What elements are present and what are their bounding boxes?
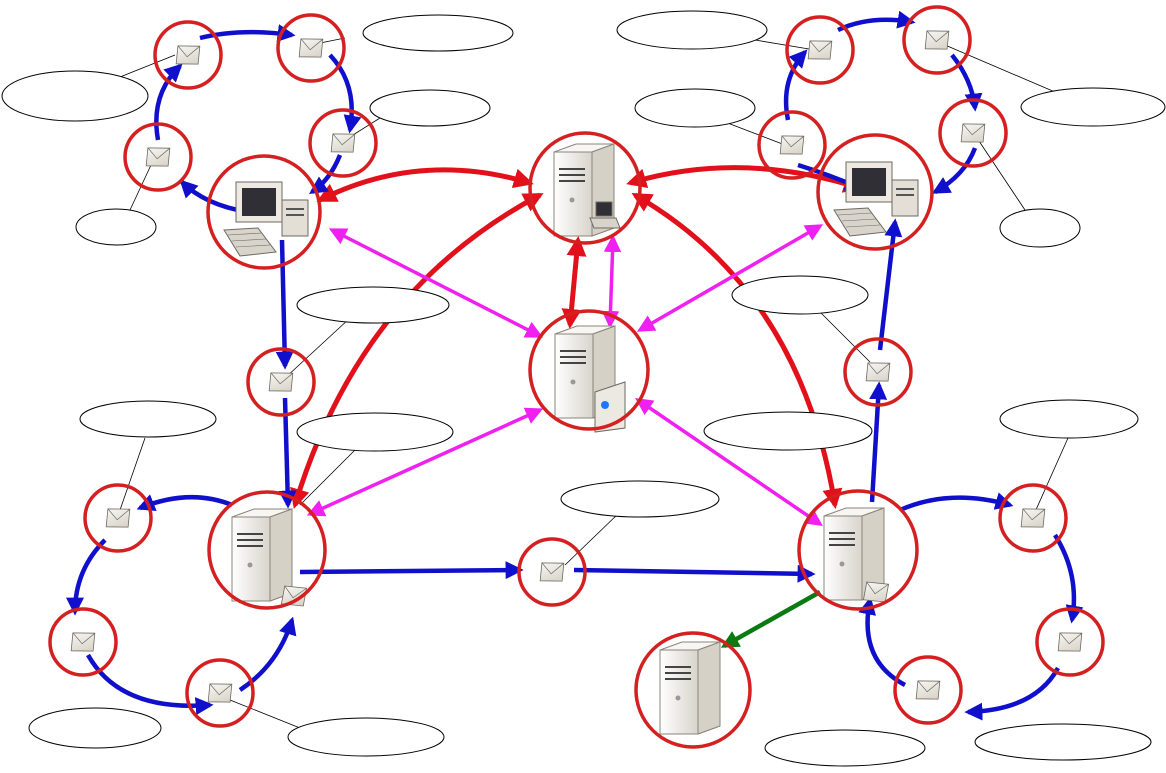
callout-c19 [974,723,1152,761]
callout-c1 [1,70,149,122]
envelope-icon [938,98,1008,168]
callouts [1,10,1166,767]
envelope-nodes [48,5,1105,728]
envelope-icon [246,347,316,417]
envelope-icon [843,337,913,407]
callout-c7 [634,88,756,128]
server-right [797,489,919,611]
callout-c12 [296,412,454,452]
forward-link [720,590,822,648]
workstation-left [206,154,322,270]
envelope-icon [308,108,378,178]
workstation-right [816,133,934,251]
callout-c6 [1020,87,1166,127]
callout-c18 [764,729,926,767]
envelope-icon [902,5,972,75]
envelope-icon [517,537,587,607]
envelope-icon [998,483,1068,553]
envelope-icon [83,483,153,553]
envelope-icon [785,15,855,85]
callout-c4 [75,208,157,246]
envelope-icon [757,110,827,180]
callout-c2 [362,14,514,52]
envelope-icon [153,20,223,90]
callout-c9 [296,286,450,324]
envelope-icon [48,607,118,677]
server-center [528,309,650,433]
envelope-icon [1035,607,1105,677]
callout-c10 [731,275,869,315]
envelope-icon [276,13,346,83]
callout-c3 [369,89,491,127]
callout-c16 [28,707,162,749]
envelope-icon [185,658,255,728]
server-left [207,490,327,615]
server-bottom [634,631,752,749]
server-top [528,131,642,245]
callout-c13 [703,411,873,451]
callout-c11 [79,400,217,438]
envelope-icon [123,122,193,192]
callout-c8 [999,208,1081,248]
query-links [306,224,824,526]
callout-c15 [560,480,720,518]
callout-c14 [999,399,1139,439]
envelope-icon [893,655,963,725]
callout-c5 [616,10,768,50]
callout-c17 [287,717,445,757]
